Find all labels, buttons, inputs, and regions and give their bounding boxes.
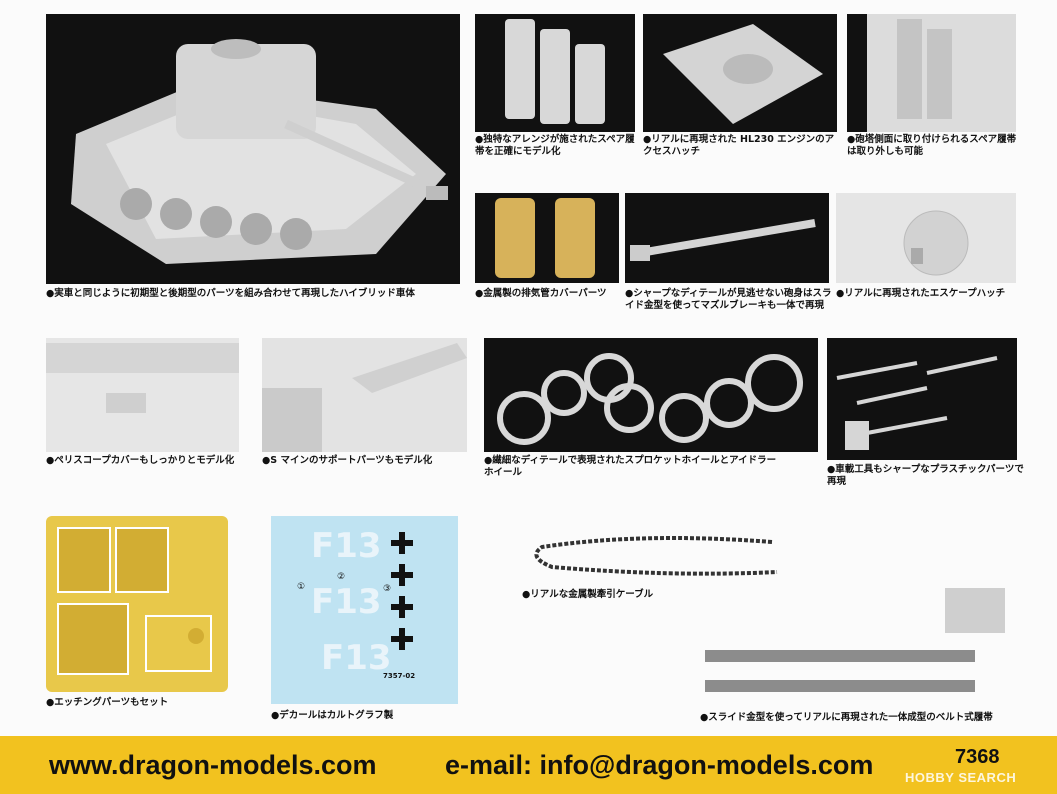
caption-periscope: ●ペリスコープカバーもしっかりとモデル化: [46, 455, 235, 466]
barrel-panel: [625, 193, 829, 283]
engine-hatch-panel: [643, 14, 837, 132]
caption-track-belt: ●スライド金型を使ってリアルに再現された一体成型のベルト式履帯: [700, 712, 993, 723]
periscope-image: [46, 343, 239, 413]
s-mine-panel: [262, 338, 467, 452]
tank-render-panel: [46, 14, 460, 284]
email-link[interactable]: e-mail: info@dragon-models.com: [445, 750, 874, 780]
turret-spare-image: [867, 14, 1016, 132]
caption-spare-tracks: ●独特なアレンジが施されたスペア履帯を正確にモデル化: [475, 134, 635, 157]
decal-marking-2: F13: [311, 582, 382, 622]
s-mine-image: [262, 343, 467, 452]
decal-code: 7357-02: [383, 672, 416, 680]
escape-hatch-panel: [836, 193, 1016, 283]
caption-hybrid-body: ●実車と同じように初期型と後期型のパーツを組み合わせて再現したハイブリッド車体: [46, 288, 415, 299]
decal-marking-1: F13: [311, 526, 382, 566]
caption-turret-spare: ●砲塔側面に取り付けられるスペア履帯は取り外しも可能: [847, 134, 1017, 157]
exhaust-cover-panel: [475, 193, 619, 283]
product-number: 7368: [955, 746, 1000, 768]
watermark: HOBBY SEARCH: [905, 770, 1017, 785]
spare-tracks-panel: [475, 14, 635, 132]
etching-image: [57, 527, 212, 675]
caption-wheels: ●繊細なディテールで表現されたスプロケットホイールとアイドラーホイール: [484, 455, 777, 478]
caption-cable: ●リアルな金属製牽引ケーブル: [522, 589, 654, 600]
wheels-image: [497, 353, 803, 445]
balkenkreuz-icons: [391, 532, 413, 650]
caption-exhaust-cover: ●金属製の排気管カバーパーツ: [475, 288, 607, 299]
periscope-panel: [46, 338, 239, 452]
decal-marking-3: F13: [321, 638, 392, 678]
cable-image: [534, 536, 778, 576]
tank-render-image: [71, 39, 448, 264]
caption-tools: ●車載工具もシャープなプラスチックパーツで再現: [827, 464, 1024, 487]
caption-decal: ●デカールはカルトグラフ製: [271, 710, 394, 721]
website-link[interactable]: www.dragon-models.com: [49, 750, 377, 780]
caption-barrel: ●シャープなディテールが見逃せない砲身はスライド金型を使ってマズルブレーキも一体…: [625, 288, 832, 311]
barrel-image: [630, 219, 816, 261]
caption-escape-hatch: ●リアルに再現されたエスケープハッチ: [836, 288, 1006, 299]
footer-bar: www.dragon-models.com e-mail: info@drago…: [0, 736, 1057, 794]
caption-etching: ●エッチングパーツもセット: [46, 697, 169, 708]
spare-tracks-image: [505, 19, 605, 124]
decal-label-3: ③: [383, 584, 392, 594]
caption-s-mine: ●S マインのサポートパーツもモデル化: [262, 455, 433, 466]
wheels-panel: [484, 338, 818, 452]
caption-engine-hatch: ●リアルに再現された HL230 エンジンのアクセスハッチ: [643, 134, 835, 157]
turret-spare-panel: [847, 14, 1016, 132]
track-belt-image: [705, 588, 1005, 692]
exhaust-cover-image: [495, 198, 595, 278]
decal-panel: F13 F13 F13 ① ② ③ 7357-02: [271, 516, 458, 704]
decal-label-2: ②: [337, 572, 346, 582]
etching-panel: [46, 516, 228, 692]
engine-hatch-image: [663, 24, 823, 124]
tools-image: [836, 356, 998, 450]
escape-hatch-image: [903, 210, 969, 276]
decal-label-1: ①: [297, 582, 306, 592]
tools-panel: [827, 338, 1017, 460]
